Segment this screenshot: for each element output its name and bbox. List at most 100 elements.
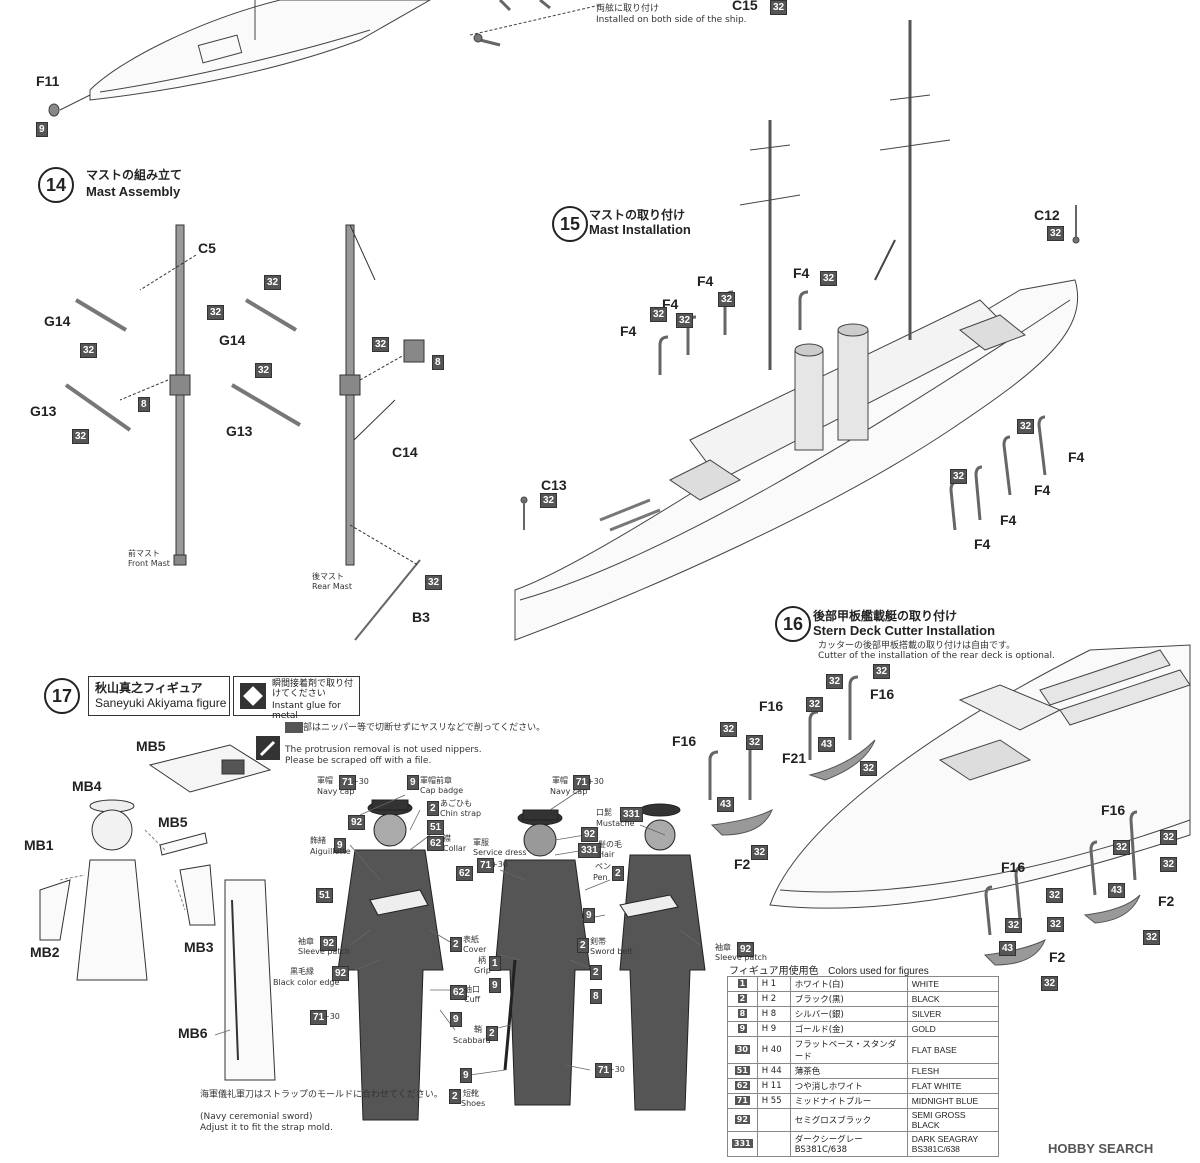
paint-8-front: 8 bbox=[138, 397, 150, 412]
paint-32-f16-g: 32 bbox=[1113, 840, 1131, 855]
paint-2-chin: 2 bbox=[427, 801, 439, 816]
label-f16-a: F16 bbox=[870, 686, 895, 702]
paint-1-grip: 1 bbox=[489, 956, 501, 971]
front-mast-jp: 前マスト bbox=[128, 549, 160, 558]
lbl-cover-en: Cover bbox=[463, 945, 487, 954]
paint-9-badge: 9 bbox=[407, 775, 419, 790]
paint-9-lower: 9 bbox=[450, 1012, 462, 1027]
label-f4-b: F4 bbox=[697, 273, 714, 289]
hobby-color-code bbox=[756, 1131, 791, 1157]
top-note-en: Installed on both side of the ship. bbox=[596, 15, 747, 25]
paint-8-rear: 8 bbox=[432, 355, 444, 370]
paint-32-f16-b: 32 bbox=[826, 674, 844, 689]
hull-bow-top bbox=[89, 0, 432, 101]
lbl-chin-en: Chin strap bbox=[440, 809, 482, 818]
label-f16-d: F16 bbox=[1101, 802, 1126, 818]
paint-331-mus: 331 bbox=[620, 807, 643, 822]
paint-62-cuff: 62 bbox=[450, 985, 468, 1000]
lbl-hair-en: Hair bbox=[598, 850, 615, 859]
step-16-title-en: Stern Deck Cutter Installation bbox=[813, 623, 996, 638]
paint-32-f16-h: 32 bbox=[1160, 857, 1178, 872]
color-name-en: MIDNIGHT BLUE bbox=[906, 1093, 999, 1109]
label-g13-left: G13 bbox=[30, 403, 57, 419]
paint-32-g14-right: 32 bbox=[264, 275, 282, 290]
paint-51-hand: 51 bbox=[316, 888, 334, 903]
label-f2-c: F2 bbox=[1158, 893, 1175, 909]
paint-9-back-mid: 9 bbox=[583, 908, 595, 923]
paint-32-f4-d: 32 bbox=[650, 307, 668, 322]
step-15-badge: 15 bbox=[552, 206, 588, 242]
label-f11: F11 bbox=[36, 73, 60, 89]
paint-32-f4-a: 32 bbox=[820, 271, 838, 286]
color-name-en: FLAT BASE bbox=[906, 1036, 999, 1064]
paint-43-f2-c: 43 bbox=[1108, 883, 1126, 898]
paint-51-front: 51 bbox=[427, 820, 445, 835]
label-f4-e: F4 bbox=[1068, 449, 1085, 465]
step-14-title-jp: マストの組み立て bbox=[86, 168, 183, 182]
step-17-badge: 17 bbox=[44, 678, 80, 714]
lbl-hair-jp: 髪の毛 bbox=[598, 840, 622, 849]
lbl-cap-jp: 軍帽 bbox=[317, 776, 333, 785]
label-mb1: MB1 bbox=[24, 837, 54, 853]
lbl-edge-en: Black color edge bbox=[273, 978, 340, 987]
lbl-pen-jp: ペン bbox=[595, 862, 611, 871]
paint-2-cover: 2 bbox=[450, 937, 462, 952]
paint-32-f16-f: 32 bbox=[1160, 830, 1178, 845]
paint-32-f21: 32 bbox=[860, 761, 878, 776]
color-name-jp: ブラック(黒) bbox=[789, 991, 908, 1007]
top-small-parts bbox=[469, 0, 601, 47]
color-name-en: DARK SEAGRAY BS381C/638 bbox=[906, 1131, 999, 1157]
lbl-sleeve-en-side: Sleeve patch bbox=[715, 953, 767, 962]
paint-32-f2-a: 32 bbox=[751, 845, 769, 860]
paint-92-sleeve-side: 92 bbox=[737, 942, 755, 957]
lbl-grip-en: Grip bbox=[474, 966, 491, 975]
label-f16-e: F16 bbox=[1001, 859, 1026, 875]
paint-32-c5: 32 bbox=[207, 305, 225, 320]
color-name-jp: つや消しホワイト bbox=[789, 1078, 908, 1094]
label-f4-f: F4 bbox=[1034, 482, 1051, 498]
lbl-belt-en: Sword belt bbox=[590, 947, 633, 956]
paint-plus30-cap-b: +30 bbox=[587, 777, 604, 786]
label-f16-c: F16 bbox=[672, 733, 697, 749]
battleship-hull bbox=[514, 20, 1080, 641]
lbl-dress-jp: 軍服 bbox=[473, 838, 489, 847]
paint-62-back: 62 bbox=[456, 866, 474, 881]
lbl-cap-en-b: Navy cap bbox=[550, 787, 588, 796]
paint-43-f2-a: 43 bbox=[717, 797, 735, 812]
hobby-color-code: H 1 bbox=[756, 976, 791, 992]
color-name-en: SILVER bbox=[906, 1006, 999, 1022]
label-mb6: MB6 bbox=[178, 1025, 208, 1041]
lbl-shoes-en: Shoes bbox=[461, 1099, 486, 1108]
lbl-sleeve-en: Sleeve patch bbox=[298, 947, 350, 956]
label-mb5-b: MB5 bbox=[158, 814, 188, 830]
color-name-jp: フラットベース・スタンダード bbox=[789, 1036, 908, 1064]
stern-deck bbox=[769, 644, 1191, 909]
paint-9-f11: 9 bbox=[36, 122, 48, 137]
paint-92-front: 92 bbox=[348, 815, 366, 830]
paint-32-g14-left: 32 bbox=[80, 343, 98, 358]
step-14-badge: 14 bbox=[38, 167, 74, 203]
paint-32-f2-b: 32 bbox=[1041, 976, 1059, 991]
lbl-collar-jp: 襟 bbox=[443, 834, 451, 843]
paint-32-f16-e: 32 bbox=[746, 735, 764, 750]
label-g14-right: G14 bbox=[219, 332, 246, 348]
lbl-badge-jp: 軍帽前章 bbox=[420, 776, 452, 785]
paint-32-b3: 32 bbox=[425, 575, 443, 590]
color-name-jp: ゴールド(金) bbox=[789, 1021, 908, 1037]
front-mast-en: Front Mast bbox=[128, 559, 170, 568]
paint-32-f16-a: 32 bbox=[873, 664, 891, 679]
paint-92-back: 92 bbox=[581, 827, 599, 842]
paint-2-belt: 2 bbox=[577, 938, 589, 953]
lbl-mus-jp: 口髭 bbox=[596, 808, 612, 817]
sword-note-en1: (Navy ceremonial sword) bbox=[200, 1112, 313, 1122]
paint-code-chip: 71 bbox=[734, 1096, 750, 1105]
hobby-color-code: H 9 bbox=[756, 1021, 791, 1037]
lbl-dress-en: Service dress bbox=[473, 848, 527, 857]
instant-glue-box: 瞬間接着剤で取り付けてください Instant glue for metal bbox=[233, 676, 360, 721]
paint-8-back: 8 bbox=[590, 989, 602, 1004]
paint-71-back: 71 bbox=[477, 858, 495, 873]
figure-mb-parts bbox=[39, 744, 276, 1081]
